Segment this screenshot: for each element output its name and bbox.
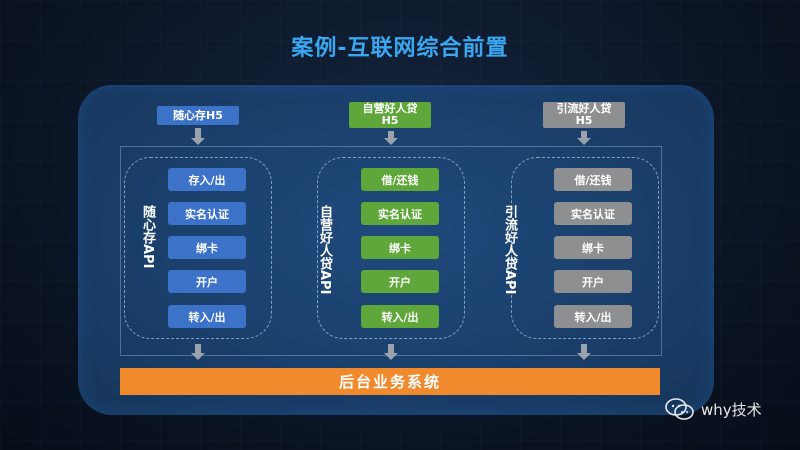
api-item: 实名认证 xyxy=(168,202,246,225)
api-item: 开户 xyxy=(554,270,632,293)
api-label-ziying: 自营好人贷API xyxy=(317,205,332,295)
api-item: 绑卡 xyxy=(168,236,246,259)
api-group-yinliu xyxy=(511,157,659,339)
api-item: 转入/出 xyxy=(361,305,439,328)
backend-system-bar: 后台业务系统 xyxy=(120,368,660,395)
wechat-icon xyxy=(665,398,694,420)
top-label-ziying: 自营好人贷 H5 xyxy=(349,102,431,128)
top-label-suixincun: 随心存H5 xyxy=(157,106,239,125)
page-title: 案例-互联网综合前置 xyxy=(291,36,509,61)
api-item: 存入/出 xyxy=(168,168,246,191)
api-item: 转入/出 xyxy=(168,305,246,328)
api-item: 绑卡 xyxy=(554,236,632,259)
top-label-yinliu: 引流好人贷 H5 xyxy=(543,102,625,128)
api-item: 实名认证 xyxy=(554,202,632,225)
api-item: 实名认证 xyxy=(361,202,439,225)
api-item: 借/还钱 xyxy=(554,168,632,191)
api-item: 开户 xyxy=(168,270,246,293)
api-group-suixincun xyxy=(124,157,272,339)
api-label-suixincun: 随心存API xyxy=(140,205,155,269)
api-label-yinliu: 引流好人贷API xyxy=(502,205,517,295)
api-item: 借/还钱 xyxy=(361,168,439,191)
api-item: 转入/出 xyxy=(554,305,632,328)
api-group-ziying xyxy=(317,157,465,339)
watermark-text: why技术 xyxy=(701,400,762,419)
api-item: 绑卡 xyxy=(361,236,439,259)
watermark: why技术 xyxy=(665,398,762,420)
api-item: 开户 xyxy=(361,270,439,293)
